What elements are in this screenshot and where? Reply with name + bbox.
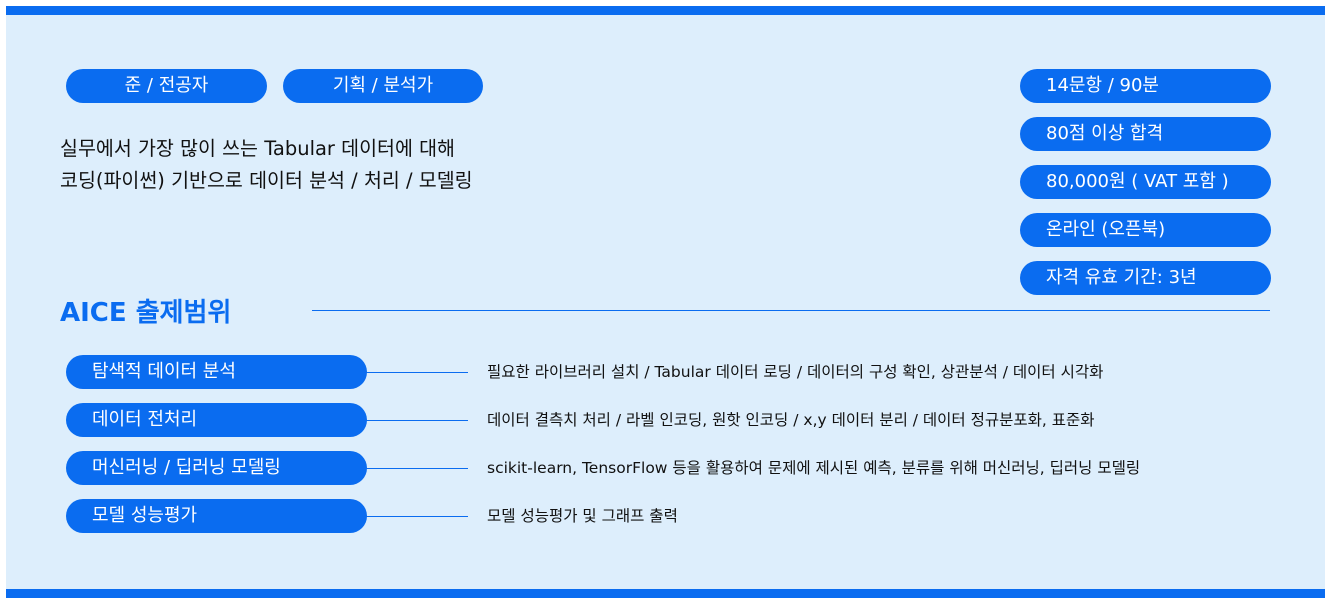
exam-info-validity: 자격 유효 기간: 3년 <box>1020 261 1271 295</box>
exam-info-format: 온라인 (오픈북) <box>1020 213 1271 247</box>
description-line-1: 실무에서 가장 많이 쓰는 Tabular 데이터에 대해 <box>60 137 455 160</box>
scope-detail-preprocessing: 데이터 결측치 처리 / 라벨 인코딩, 원핫 인코딩 / x,y 데이터 분리… <box>487 411 1095 429</box>
exam-info-fee: 80,000원 ( VAT 포함 ) <box>1020 165 1271 199</box>
scope-item-modeling: 머신러닝 / 딥러닝 모델링 <box>66 451 367 485</box>
scope-title-divider <box>312 310 1270 311</box>
scope-connector <box>366 468 468 469</box>
exam-description: 실무에서 가장 많이 쓰는 Tabular 데이터에 대해 코딩(파이썬) 기반… <box>60 133 473 197</box>
scope-connector <box>366 420 468 421</box>
scope-detail-eda: 필요한 라이브러리 설치 / Tabular 데이터 로딩 / 데이터의 구성 … <box>487 363 1104 381</box>
target-badge-major: 준 / 전공자 <box>66 69 267 103</box>
exam-info-pass-score: 80점 이상 합격 <box>1020 117 1271 151</box>
exam-info-questions-time: 14문항 / 90분 <box>1020 69 1271 103</box>
scope-item-evaluation: 모델 성능평가 <box>66 499 367 533</box>
target-badge-planner: 기획 / 분석가 <box>283 69 483 103</box>
scope-title: AICE 출제범위 <box>60 298 232 328</box>
scope-item-eda: 탐색적 데이터 분석 <box>66 355 367 389</box>
scope-detail-modeling: scikit-learn, TensorFlow 등을 활용하여 문제에 제시된… <box>487 459 1141 477</box>
scope-item-preprocessing: 데이터 전처리 <box>66 403 367 437</box>
scope-connector <box>366 516 468 517</box>
scope-detail-evaluation: 모델 성능평가 및 그래프 출력 <box>487 507 678 525</box>
scope-connector <box>366 372 468 373</box>
description-line-2: 코딩(파이썬) 기반으로 데이터 분석 / 처리 / 모델링 <box>60 169 473 192</box>
